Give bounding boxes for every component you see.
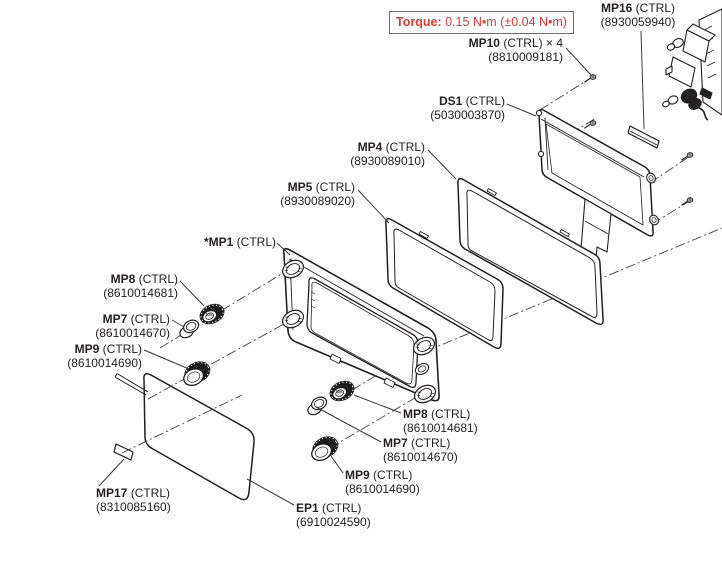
label-ds1: DS1 (CTRL) (5030003870) (430, 94, 505, 122)
mp10-screw-1 (583, 73, 597, 83)
label-mp7-right: MP7 (CTRL) (8610014670) (383, 436, 458, 464)
mp8-knob-right (325, 376, 359, 406)
torque-label: Torque: (396, 15, 442, 29)
ds1-display (535, 108, 659, 259)
pcb-assembly (662, 8, 722, 121)
mp10-screw-4 (680, 196, 694, 206)
leader-lines (98, 30, 645, 506)
ep1-glass-panel (114, 373, 255, 501)
label-mp8-left: MP8 (CTRL) (8610014681) (103, 272, 178, 300)
torque-note: Torque: 0.15 N•m (±0.04 N•m) (389, 11, 574, 34)
mp16-strip (627, 125, 660, 149)
mp9-knob-left (178, 356, 215, 390)
assembly-axes (121, 73, 722, 454)
mp7-knob-right (303, 394, 331, 418)
mp10-screw-2 (583, 119, 597, 129)
label-mp16: MP16 (CTRL) (8930059940) (600, 1, 676, 29)
label-mp9-left: MP9 (CTRL) (8610014690) (67, 342, 142, 370)
label-mp1: *MP1 (CTRL) (203, 235, 276, 249)
label-mp9-right: MP9 (CTRL) (8610014690) (345, 468, 420, 496)
mp5-gasket (385, 217, 504, 350)
label-mp17: MP17 (CTRL) (8310085160) (96, 486, 171, 514)
mp7-knob-left (175, 317, 203, 341)
label-mp8-right: MP8 (CTRL) (8610014681) (403, 407, 478, 435)
torque-value: 0.15 N•m (±0.04 N•m) (445, 15, 567, 29)
mp4-frame (457, 177, 604, 326)
mp9-knob-right (306, 431, 343, 465)
mp8-knob-left (195, 299, 229, 329)
label-mp10: MP10 (CTRL) × 4 (8810009181) (468, 36, 563, 64)
label-mp5: MP5 (CTRL) (8930089020) (280, 180, 355, 208)
mp10-screw-3 (680, 151, 694, 161)
label-mp7-left: MP7 (CTRL) (8610014670) (95, 312, 170, 340)
mp1-bezel (278, 247, 440, 407)
label-ep1: EP1 (CTRL) (6910024590) (296, 501, 371, 529)
label-mp4: MP4 (CTRL) (8930089010) (350, 140, 425, 168)
